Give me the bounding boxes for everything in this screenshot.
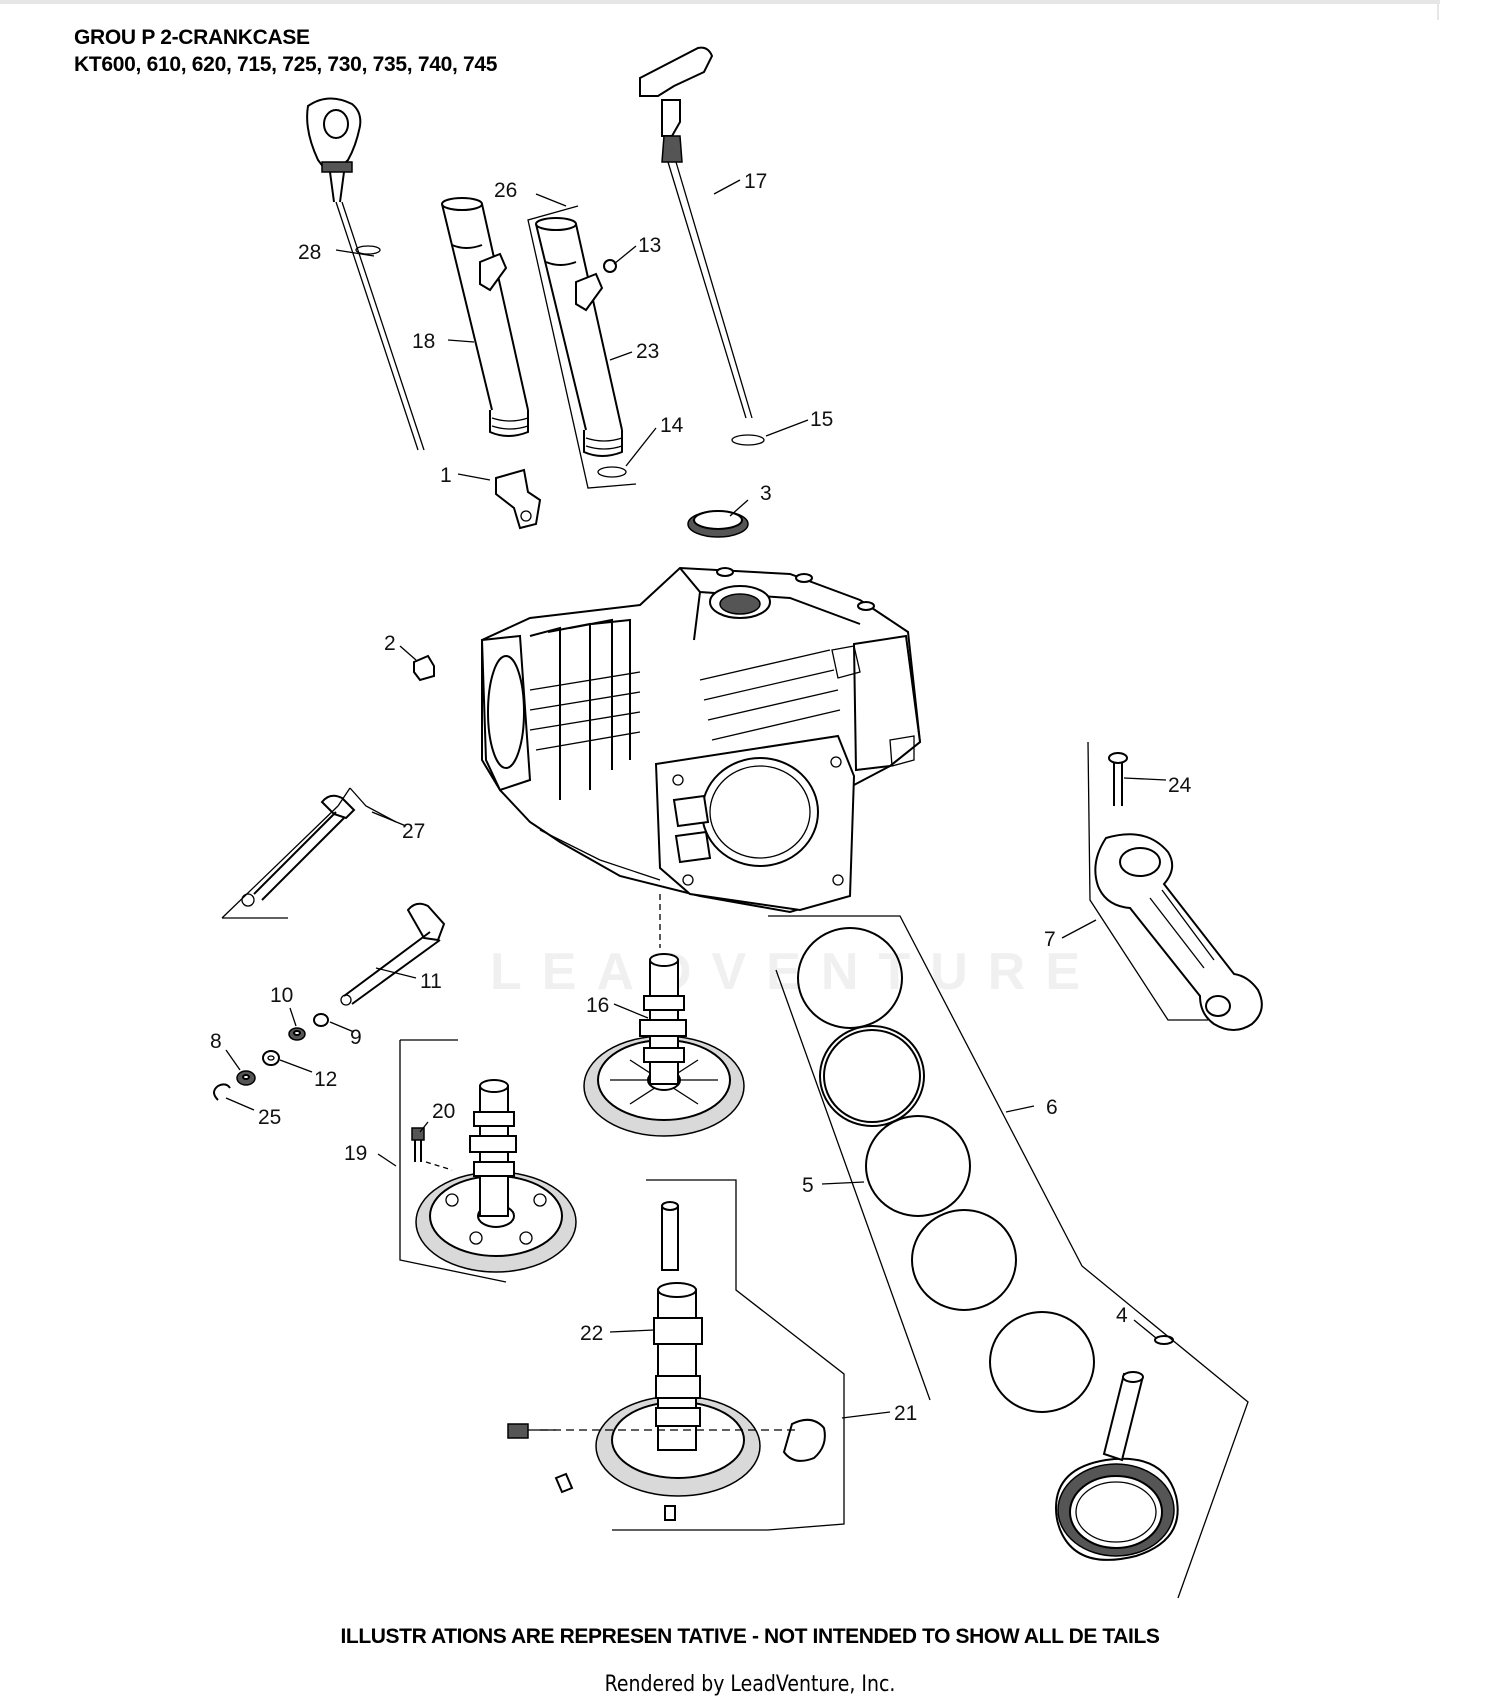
callout-21: 21 bbox=[894, 1402, 917, 1425]
callout-25: 25 bbox=[258, 1106, 281, 1129]
callout-10: 10 bbox=[270, 984, 293, 1007]
callout-16: 16 bbox=[586, 994, 609, 1017]
part-shaft-11[interactable] bbox=[340, 902, 446, 1006]
disclaimer-text: ILLUSTR ATIONS ARE REPRESEN TATIVE - NOT… bbox=[340, 1625, 1160, 1648]
part-washer-9[interactable] bbox=[313, 1013, 329, 1027]
callout-3: 3 bbox=[760, 482, 772, 505]
callout-12: 12 bbox=[314, 1068, 337, 1091]
part-connecting-rod-7[interactable] bbox=[1094, 833, 1263, 1031]
diagram-header: GROU P 2-CRANKCASE KT600, 610, 620, 715,… bbox=[74, 24, 497, 78]
part-crankcase-block[interactable] bbox=[480, 566, 922, 914]
part-spring-pin[interactable] bbox=[507, 1423, 556, 1439]
rendered-by-credit: Rendered by LeadVenture, Inc. bbox=[604, 1672, 896, 1697]
part-pin-clip-4[interactable] bbox=[1154, 1335, 1174, 1345]
group-title: GROU P 2-CRANKCASE bbox=[74, 26, 310, 49]
top-border bbox=[0, 0, 1440, 4]
callout-7: 7 bbox=[1044, 928, 1056, 951]
part-washer-10[interactable] bbox=[288, 1027, 306, 1041]
callout-1: 1 bbox=[440, 464, 452, 487]
callout-6: 6 bbox=[1046, 1096, 1058, 1119]
model-list: KT600, 610, 620, 715, 725, 730, 735, 740… bbox=[74, 53, 498, 76]
callout-5: 5 bbox=[802, 1174, 814, 1197]
part-shaft-27[interactable] bbox=[241, 794, 356, 907]
callout-20: 20 bbox=[432, 1100, 455, 1123]
part-dipstick-28[interactable] bbox=[306, 97, 425, 451]
callout-13: 13 bbox=[638, 234, 661, 257]
callout-9: 9 bbox=[350, 1026, 362, 1049]
part-piston-pin[interactable] bbox=[1102, 1371, 1144, 1462]
callout-8: 8 bbox=[210, 1030, 222, 1053]
part-dipstick-tube-23[interactable] bbox=[527, 205, 637, 489]
part-plug-2[interactable] bbox=[413, 654, 435, 682]
part-camshaft-16[interactable] bbox=[583, 953, 745, 1137]
callout-23: 23 bbox=[636, 340, 659, 363]
group-bracket-lines bbox=[221, 741, 1249, 1599]
part-governor-weight[interactable] bbox=[782, 1418, 826, 1462]
part-clip-25[interactable] bbox=[213, 1083, 231, 1101]
part-bracket-1[interactable] bbox=[495, 468, 542, 530]
callout-28: 28 bbox=[298, 241, 321, 264]
part-dipstick-17[interactable] bbox=[639, 46, 765, 446]
part-camshaft-19[interactable] bbox=[415, 1079, 577, 1273]
callout-24: 24 bbox=[1168, 774, 1192, 797]
callout-14: 14 bbox=[660, 414, 684, 437]
callout-27: 27 bbox=[402, 820, 425, 843]
part-bolt-20[interactable] bbox=[411, 1127, 425, 1162]
watermark: LEADVENTURE bbox=[490, 943, 1101, 1001]
part-dowel-pin[interactable] bbox=[554, 1472, 574, 1494]
callout-4: 4 bbox=[1116, 1304, 1128, 1327]
callout-15: 15 bbox=[810, 408, 833, 431]
right-border bbox=[1437, 0, 1439, 20]
part-piston[interactable] bbox=[1054, 1457, 1179, 1561]
callout-26: 26 bbox=[494, 179, 517, 202]
callout-labels: 28 18 26 13 23 14 17 15 1 3 2 24 7 27 11… bbox=[210, 170, 1192, 1425]
part-small-plug[interactable] bbox=[664, 1505, 676, 1521]
part-camshaft-22[interactable] bbox=[595, 1201, 761, 1497]
callout-2: 2 bbox=[384, 632, 396, 655]
part-rod-bolt-24[interactable] bbox=[1108, 752, 1128, 806]
callout-17: 17 bbox=[744, 170, 767, 193]
callout-22: 22 bbox=[580, 1322, 603, 1345]
part-washer-8[interactable] bbox=[236, 1070, 256, 1086]
part-washer-12[interactable] bbox=[262, 1050, 280, 1066]
leader-lines bbox=[225, 179, 1167, 1419]
callout-18: 18 bbox=[412, 330, 435, 353]
callout-19: 19 bbox=[344, 1142, 367, 1165]
part-piston-ring-set[interactable] bbox=[797, 927, 1095, 1413]
part-oil-seal-3[interactable] bbox=[687, 510, 749, 538]
part-dipstick-tube-18[interactable] bbox=[441, 197, 529, 437]
callout-11: 11 bbox=[420, 970, 442, 993]
